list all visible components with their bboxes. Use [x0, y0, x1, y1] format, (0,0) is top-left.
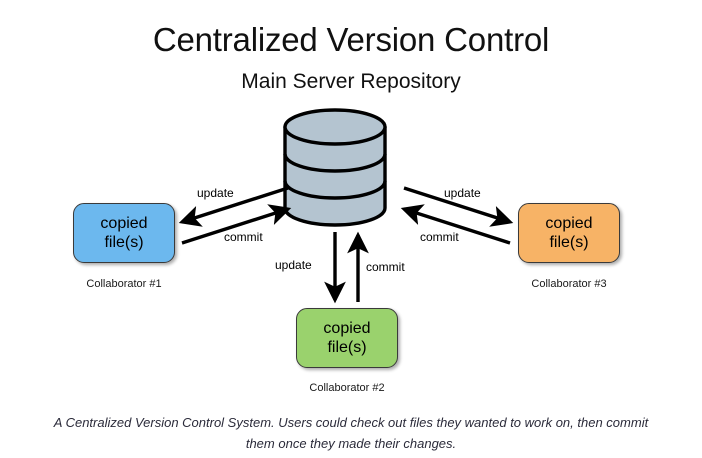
- arrow-label-right-commit: commit: [420, 230, 459, 244]
- arrow-label-right-update: update: [444, 186, 481, 200]
- node-label-line1: copied: [323, 320, 371, 337]
- node-caption-collaborator-1: Collaborator #1: [86, 278, 162, 290]
- node-label-line2: file(s): [549, 234, 589, 251]
- figure-caption: A Centralized Version Control System. Us…: [53, 415, 649, 451]
- node-caption-collaborator-2: Collaborator #2: [309, 382, 385, 394]
- diagram-subtitle: Main Server Repository: [241, 70, 461, 93]
- arrow-label-up-commit: commit: [366, 260, 405, 274]
- page-title: Centralized Version Control: [152, 21, 550, 58]
- node-label-line2: file(s): [104, 234, 144, 251]
- node-label-line1: copied: [545, 215, 593, 232]
- arrow-label-left-update: update: [197, 186, 234, 200]
- arrow-label-left-commit: commit: [224, 230, 263, 244]
- node-collaborator-1[interactable]: copied file(s): [73, 203, 175, 263]
- node-label-line1: copied: [100, 215, 148, 232]
- node-collaborator-2[interactable]: copied file(s): [296, 308, 398, 368]
- node-collaborator-3[interactable]: copied file(s): [518, 203, 620, 263]
- node-caption-collaborator-3: Collaborator #3: [531, 278, 607, 290]
- server-repository-icon: [283, 108, 387, 227]
- arrow-label-down-update: update: [275, 258, 312, 272]
- node-label-line2: file(s): [327, 339, 367, 356]
